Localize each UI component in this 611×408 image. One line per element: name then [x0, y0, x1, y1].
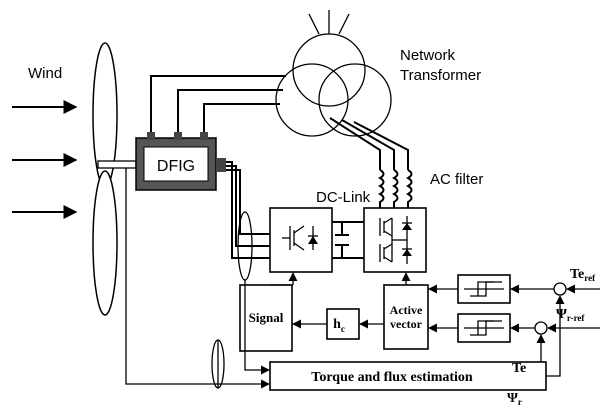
wind-label: Wind: [28, 65, 62, 82]
te-ref-label: Teref: [570, 267, 596, 283]
rotor-wires: [226, 161, 270, 259]
psi-ref-label: Ψr-ref: [556, 307, 585, 323]
psi-r-feedback-label: Ψr: [507, 391, 522, 407]
signal-block: [239, 284, 293, 352]
active-vector-block: [383, 284, 429, 350]
dc-link-label: DC-Link: [316, 189, 371, 206]
network-transformer-icon: [275, 10, 392, 137]
ac-filter-wires: [329, 117, 413, 210]
torque-flux-estimation-label: Torque and flux estimation: [311, 370, 473, 385]
hc-label: hc: [333, 317, 345, 334]
torque-summing-junction: [553, 282, 567, 296]
hc-block: [326, 308, 360, 340]
active-vector-label-2: vector: [390, 317, 423, 331]
te-feedback-label: Te: [512, 361, 526, 376]
active-vector-label-1: Active: [390, 303, 423, 317]
flux-hysteresis-comparator: [457, 313, 511, 343]
torque-hysteresis-comparator: [457, 274, 511, 304]
dfig-label: DFIG: [157, 158, 195, 175]
flux-summing-junction: [534, 321, 548, 335]
wind-arrows: [12, 100, 78, 219]
rotor-side-converter: [269, 207, 333, 273]
stator-wires: [150, 75, 286, 132]
ac-filter-label: AC filter: [430, 171, 483, 188]
network-transformer-label-2: Transformer: [400, 67, 481, 84]
dfig-machine: [135, 132, 226, 191]
grid-side-converter: [363, 207, 427, 273]
network-transformer-label-1: Network: [400, 47, 456, 64]
torque-flux-estimation-block: [269, 361, 547, 391]
turbine-rotor-icon: [92, 42, 137, 316]
signal-label: Signal: [249, 310, 284, 325]
dc-link: [332, 221, 364, 259]
